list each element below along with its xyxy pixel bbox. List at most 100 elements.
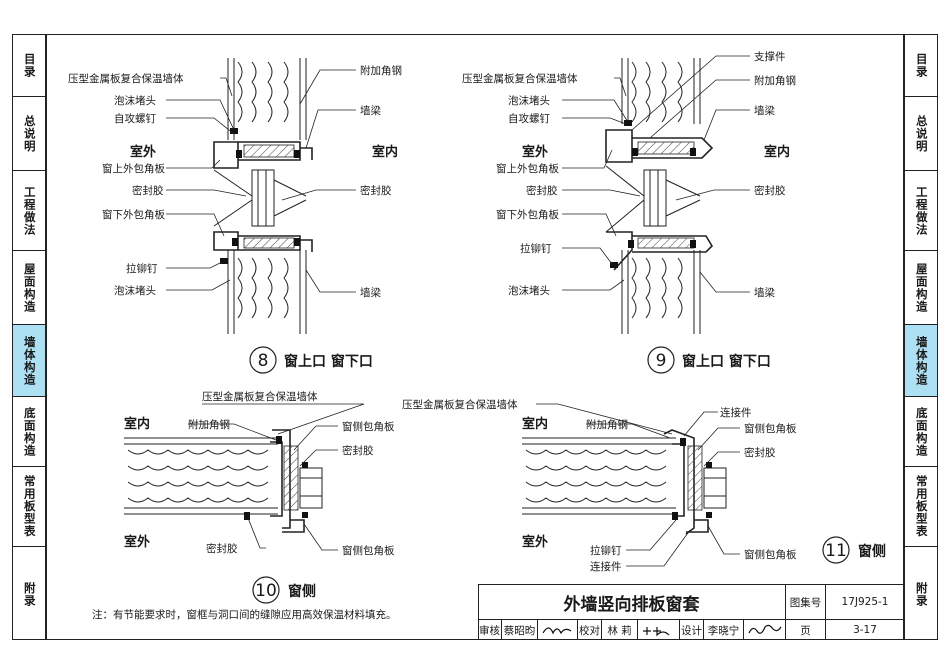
fig10-label-sealant2: 密封胶 — [206, 542, 238, 555]
fig9-caption: 窗上口 窗下口 — [682, 353, 771, 370]
right-tab-3[interactable]: 屋面构造 — [905, 251, 937, 325]
fig10-label-wall: 压型金属板复合保温墙体 — [202, 390, 318, 403]
fig11-label-sealant: 密封胶 — [744, 446, 776, 459]
fig11-number: 11 — [825, 541, 847, 561]
right-tab-label: 附录 — [914, 581, 929, 607]
fig9-label-foam2: 泡沫堵头 — [508, 284, 550, 297]
drawing-frame — [46, 34, 904, 640]
left-tab-label: 目录 — [22, 53, 37, 78]
right-tab-column: 目录总说明工程做法屋面构造墙体构造底面构造常用板型表附录 — [904, 34, 938, 640]
right-tab-5[interactable]: 底面构造 — [905, 397, 937, 467]
fig8-number-circle — [249, 346, 277, 374]
fig9-label-bottom-flash: 窗下外包角板 — [496, 208, 559, 221]
fig8-label-top-flash: 窗上外包角板 — [102, 162, 165, 175]
page-label: 页 — [786, 620, 826, 640]
figure-9-labels: 压型金属板复合保温墙体 泡沫堵头 自攻螺钉 室外 窗上外包角板 密封胶 窗下外包… — [462, 50, 796, 374]
fig9-label-beam: 墙梁 — [754, 104, 775, 117]
figure-9-drawing — [562, 55, 750, 334]
fig8-label-sealant: 密封胶 — [132, 184, 164, 197]
fig8-label-beam: 墙梁 — [360, 104, 381, 117]
left-tab-5[interactable]: 底面构造 — [13, 397, 45, 467]
atlas-number: 17J925-1 — [841, 596, 889, 608]
fig8-label-sealant-r: 密封胶 — [360, 184, 392, 197]
fig11-inside: 室内 — [522, 416, 548, 432]
fig10-label-angle: 附加角钢 — [188, 418, 230, 431]
right-tab-4[interactable]: 墙体构造 — [905, 325, 937, 397]
left-tab-label: 附录 — [22, 581, 37, 607]
page-number: 3-17 — [853, 624, 877, 636]
right-tab-2[interactable]: 工程做法 — [905, 171, 937, 251]
checker-signature — [638, 620, 680, 640]
fig9-label-angle: 附加角钢 — [754, 74, 796, 87]
designer-signature — [744, 620, 786, 640]
fig9-label-top-flash: 窗上外包角板 — [496, 162, 559, 175]
right-tab-label: 总说明 — [914, 114, 929, 153]
left-tab-3[interactable]: 屋面构造 — [13, 251, 45, 325]
fig11-label-jamb2: 窗侧包角板 — [744, 548, 797, 561]
reviewer-name: 蔡昭昀 — [502, 620, 538, 640]
right-tab-6[interactable]: 常用板型表 — [905, 467, 937, 547]
fig9-number: 9 — [656, 351, 667, 371]
fig10-inside: 室内 — [124, 416, 150, 432]
figure-8-drawing — [166, 58, 356, 334]
left-tab-label: 工程做法 — [22, 185, 37, 236]
figure-8-labels: 压型金属板复合保温墙体 泡沫堵头 自攻螺钉 室外 窗上外包角板 密封胶 窗下外包… — [68, 64, 402, 374]
fig8-label-foam2: 泡沫堵头 — [114, 284, 156, 297]
left-tab-label: 总说明 — [22, 114, 37, 153]
fig11-label-connector: 连接件 — [720, 406, 752, 419]
left-tab-label: 常用板型表 — [22, 475, 37, 538]
fig11-label-angle: 附加角钢 — [586, 418, 628, 431]
fig10-outside: 室外 — [124, 534, 150, 550]
left-tab-6[interactable]: 常用板型表 — [13, 467, 45, 547]
figure-10-drawing — [124, 403, 365, 551]
fig11-label-wall: 压型金属板复合保温墙体 — [402, 398, 518, 411]
left-tab-2[interactable]: 工程做法 — [13, 171, 45, 251]
fig8-label-wall: 压型金属板复合保温墙体 — [68, 72, 184, 85]
fig9-label-sealant-r: 密封胶 — [754, 184, 786, 197]
right-tab-label: 目录 — [914, 53, 929, 78]
fig8-label-beam2: 墙梁 — [360, 286, 381, 299]
left-tab-7[interactable]: 附录 — [13, 547, 45, 641]
fig11-caption: 窗侧 — [858, 543, 886, 560]
fig11-label-jamb: 窗侧包角板 — [744, 422, 797, 435]
fig8-label-angle: 附加角钢 — [360, 64, 402, 77]
fig9-label-rivet: 拉铆钉 — [520, 242, 552, 255]
right-tab-label: 屋面构造 — [914, 262, 929, 313]
fig11-label-rivet: 拉铆钉 — [590, 544, 622, 557]
fig10-number-circle — [252, 576, 280, 604]
right-tab-1[interactable]: 总说明 — [905, 97, 937, 171]
left-tab-0[interactable]: 目录 — [13, 35, 45, 97]
fig8-label-foam: 泡沫堵头 — [114, 94, 156, 107]
fig9-label-beam2: 墙梁 — [754, 286, 775, 299]
fig11-label-connector2: 连接件 — [590, 560, 622, 573]
fig8-label-screw: 自攻螺钉 — [114, 112, 156, 125]
right-tab-7[interactable]: 附录 — [905, 547, 937, 641]
fig9-label-wall: 压型金属板复合保温墙体 — [462, 72, 578, 85]
checker-name: 林 莉 — [602, 620, 638, 640]
title-block: 外墙竖向排板窗套 图集号 17J925-1 审核 蔡昭昀 校对 林 莉 设计 李… — [478, 584, 904, 640]
review-label: 审核 — [478, 620, 502, 640]
energy-note: 注：有节能要求时，窗框与洞口间的缝隙应用高效保温材料填充。 — [92, 609, 397, 621]
fig9-number-circle — [647, 346, 675, 374]
left-tab-label: 墙体构造 — [22, 335, 37, 386]
left-tab-column: 目录总说明工程做法屋面构造墙体构造底面构造常用板型表附录 — [12, 34, 46, 640]
fig10-label-sealant: 密封胶 — [342, 444, 374, 457]
fig9-label-sealant: 密封胶 — [526, 184, 558, 197]
designer-name: 李晓宁 — [704, 620, 744, 640]
atlas-label: 图集号 — [786, 584, 826, 620]
fig9-label-support: 支撑件 — [754, 50, 786, 63]
fig9-outside: 室外 — [522, 144, 548, 160]
left-tab-1[interactable]: 总说明 — [13, 97, 45, 171]
figure-11-drawing — [522, 403, 740, 567]
fig11-number-circle — [822, 536, 850, 564]
fig8-outside: 室外 — [130, 144, 156, 160]
fig8-inside: 室内 — [372, 144, 398, 160]
right-tab-label: 常用板型表 — [914, 475, 929, 538]
right-tab-0[interactable]: 目录 — [905, 35, 937, 97]
fig9-label-foam: 泡沫堵头 — [508, 94, 550, 107]
left-tab-4[interactable]: 墙体构造 — [13, 325, 45, 397]
right-tab-label: 工程做法 — [914, 185, 929, 236]
fig9-inside: 室内 — [764, 144, 790, 160]
figure-10-labels: 压型金属板复合保温墙体 室内 附加角钢 窗侧包角板 密封胶 室外 密封胶 窗侧包… — [124, 390, 395, 604]
